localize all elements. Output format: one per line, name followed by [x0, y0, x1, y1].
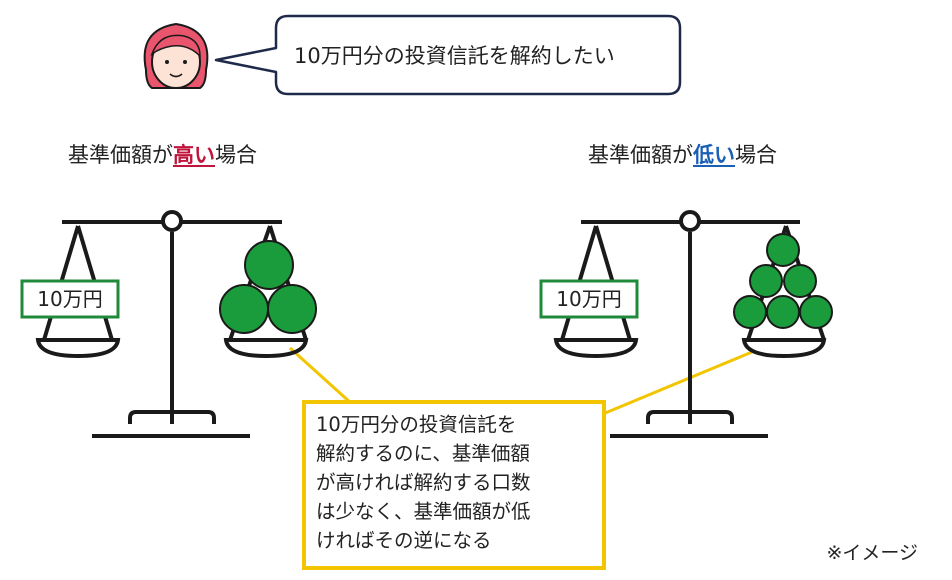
- unit-ball: [749, 264, 783, 298]
- speech-text: 10万円分の投資信託を解約したい: [294, 44, 615, 68]
- right-ball-group: [733, 233, 833, 329]
- unit-ball: [799, 295, 833, 329]
- unit-ball: [766, 295, 800, 329]
- woman-avatar-icon: [143, 22, 209, 89]
- explanation-line: は少なく、基準価額が低: [316, 500, 531, 523]
- left-money-label: 10万円: [37, 287, 103, 311]
- explanation-line: ければその逆になる: [316, 529, 492, 552]
- unit-ball: [267, 284, 317, 334]
- explanation-line: 解約するのに、基準価額: [316, 442, 530, 465]
- unit-ball: [244, 240, 294, 290]
- unit-ball: [733, 295, 767, 329]
- caption-highlight-low: 低い: [693, 143, 735, 167]
- right-case-caption: 基準価額が低い場合: [588, 140, 777, 170]
- right-money-box: [539, 279, 639, 319]
- left-case-caption: 基準価額が高い場合: [68, 140, 257, 170]
- explanation-line: が高ければ解約する口数: [316, 471, 531, 494]
- explanation-callout-box: [302, 400, 606, 570]
- left-money-box: [20, 279, 120, 319]
- caption-highlight-high: 高い: [173, 143, 215, 167]
- speech-bubble: [214, 14, 682, 96]
- caption-suffix: 場合: [735, 143, 777, 167]
- unit-ball: [783, 264, 817, 298]
- image-footnote: ※イメージ: [826, 542, 918, 564]
- unit-ball: [766, 233, 800, 267]
- unit-ball: [219, 284, 269, 334]
- left-ball-group: [219, 240, 317, 334]
- right-money-label: 10万円: [556, 287, 622, 311]
- caption-prefix: 基準価額が: [68, 143, 173, 167]
- caption-prefix: 基準価額が: [588, 143, 693, 167]
- caption-suffix: 場合: [215, 143, 257, 167]
- callout-pointer-right: [597, 350, 753, 418]
- callout-pointer-left: [288, 346, 354, 406]
- explanation-line: 10万円分の投資信託を: [316, 413, 517, 436]
- explanation-text: 10万円分の投資信託を 解約するのに、基準価額 が高ければ解約する口数 は少なく…: [316, 410, 591, 558]
